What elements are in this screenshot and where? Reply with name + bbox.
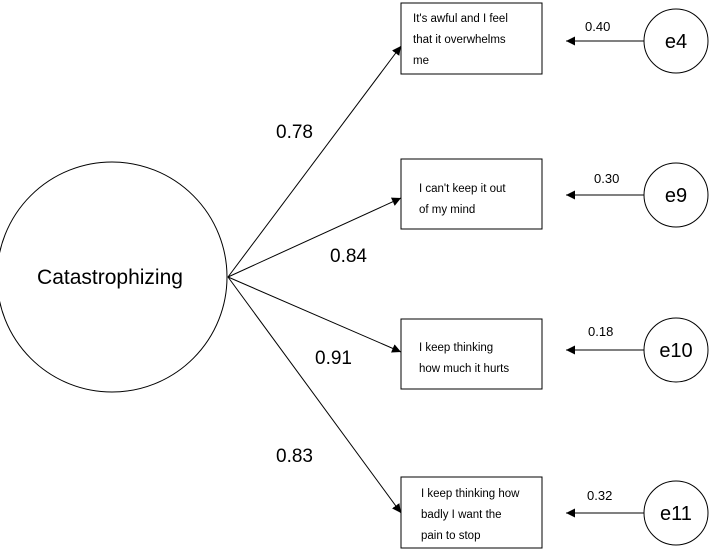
loading-path-1 <box>227 45 402 278</box>
item-text-2-line-2: of my mind <box>419 204 475 216</box>
item-box-3 <box>400 318 543 390</box>
loading-value-3: 0.91 <box>315 348 352 369</box>
error-circle-1 <box>643 8 709 74</box>
item-box-4 <box>400 476 543 549</box>
item-text-1-line-2: that it overwhelms <box>413 34 506 46</box>
loading-value-2: 0.84 <box>330 246 367 267</box>
loading-path-2 <box>227 197 402 278</box>
indicator-item-1: 0.78 It's awful and I feel that it overw… <box>227 2 709 278</box>
item-text-3-line-2: how much it hurts <box>419 363 509 375</box>
error-label-1: e4 <box>665 31 687 53</box>
error-label-2: e9 <box>665 185 687 207</box>
error-variance-4: 0.32 <box>587 488 612 503</box>
loading-value-1: 0.78 <box>276 122 313 143</box>
item-text-1-line-3: me <box>413 55 429 67</box>
item-text-1: It's awful and I feel that it overwhelms… <box>413 13 511 67</box>
latent-factor-label: Catastrophizing <box>37 266 183 289</box>
item-text-4-line-1: I keep thinking how <box>421 488 520 500</box>
latent-factor-circle <box>0 161 228 393</box>
indicator-item-3: 0.91 I keep thinking how much it hurts 0… <box>227 276 709 390</box>
error-variance-1: 0.40 <box>585 19 610 34</box>
error-circle-3 <box>643 317 709 383</box>
error-circle-4 <box>643 480 709 546</box>
error-variance-3: 0.18 <box>588 324 613 339</box>
item-box-1 <box>400 2 543 75</box>
item-box-2 <box>400 158 543 230</box>
item-text-4-line-2: badly I want the <box>421 509 502 521</box>
error-variance-2: 0.30 <box>594 171 619 186</box>
error-label-3: e10 <box>659 340 692 362</box>
item-text-2-line-1: I can't keep it out <box>419 183 506 195</box>
loading-path-3 <box>227 276 402 353</box>
loading-path-4 <box>227 276 402 514</box>
latent-factor: Catastrophizing <box>0 161 228 393</box>
item-text-4-line-3: pain to stop <box>421 530 480 542</box>
item-text-1-line-1: It's awful and I feel <box>413 13 508 25</box>
error-circle-2 <box>643 162 709 228</box>
error-label-4: e11 <box>660 503 692 525</box>
item-text-3: I keep thinking how much it hurts <box>419 342 509 375</box>
item-text-4: I keep thinking how badly I want the pai… <box>421 488 523 542</box>
loading-value-4: 0.83 <box>276 446 313 467</box>
item-text-3-line-1: I keep thinking <box>419 342 493 354</box>
indicator-item-4: 0.83 I keep thinking how badly I want th… <box>227 276 709 549</box>
item-text-2: I can't keep it out of my mind <box>419 183 509 216</box>
indicator-item-2: 0.84 I can't keep it out of my mind 0.30… <box>227 158 709 278</box>
